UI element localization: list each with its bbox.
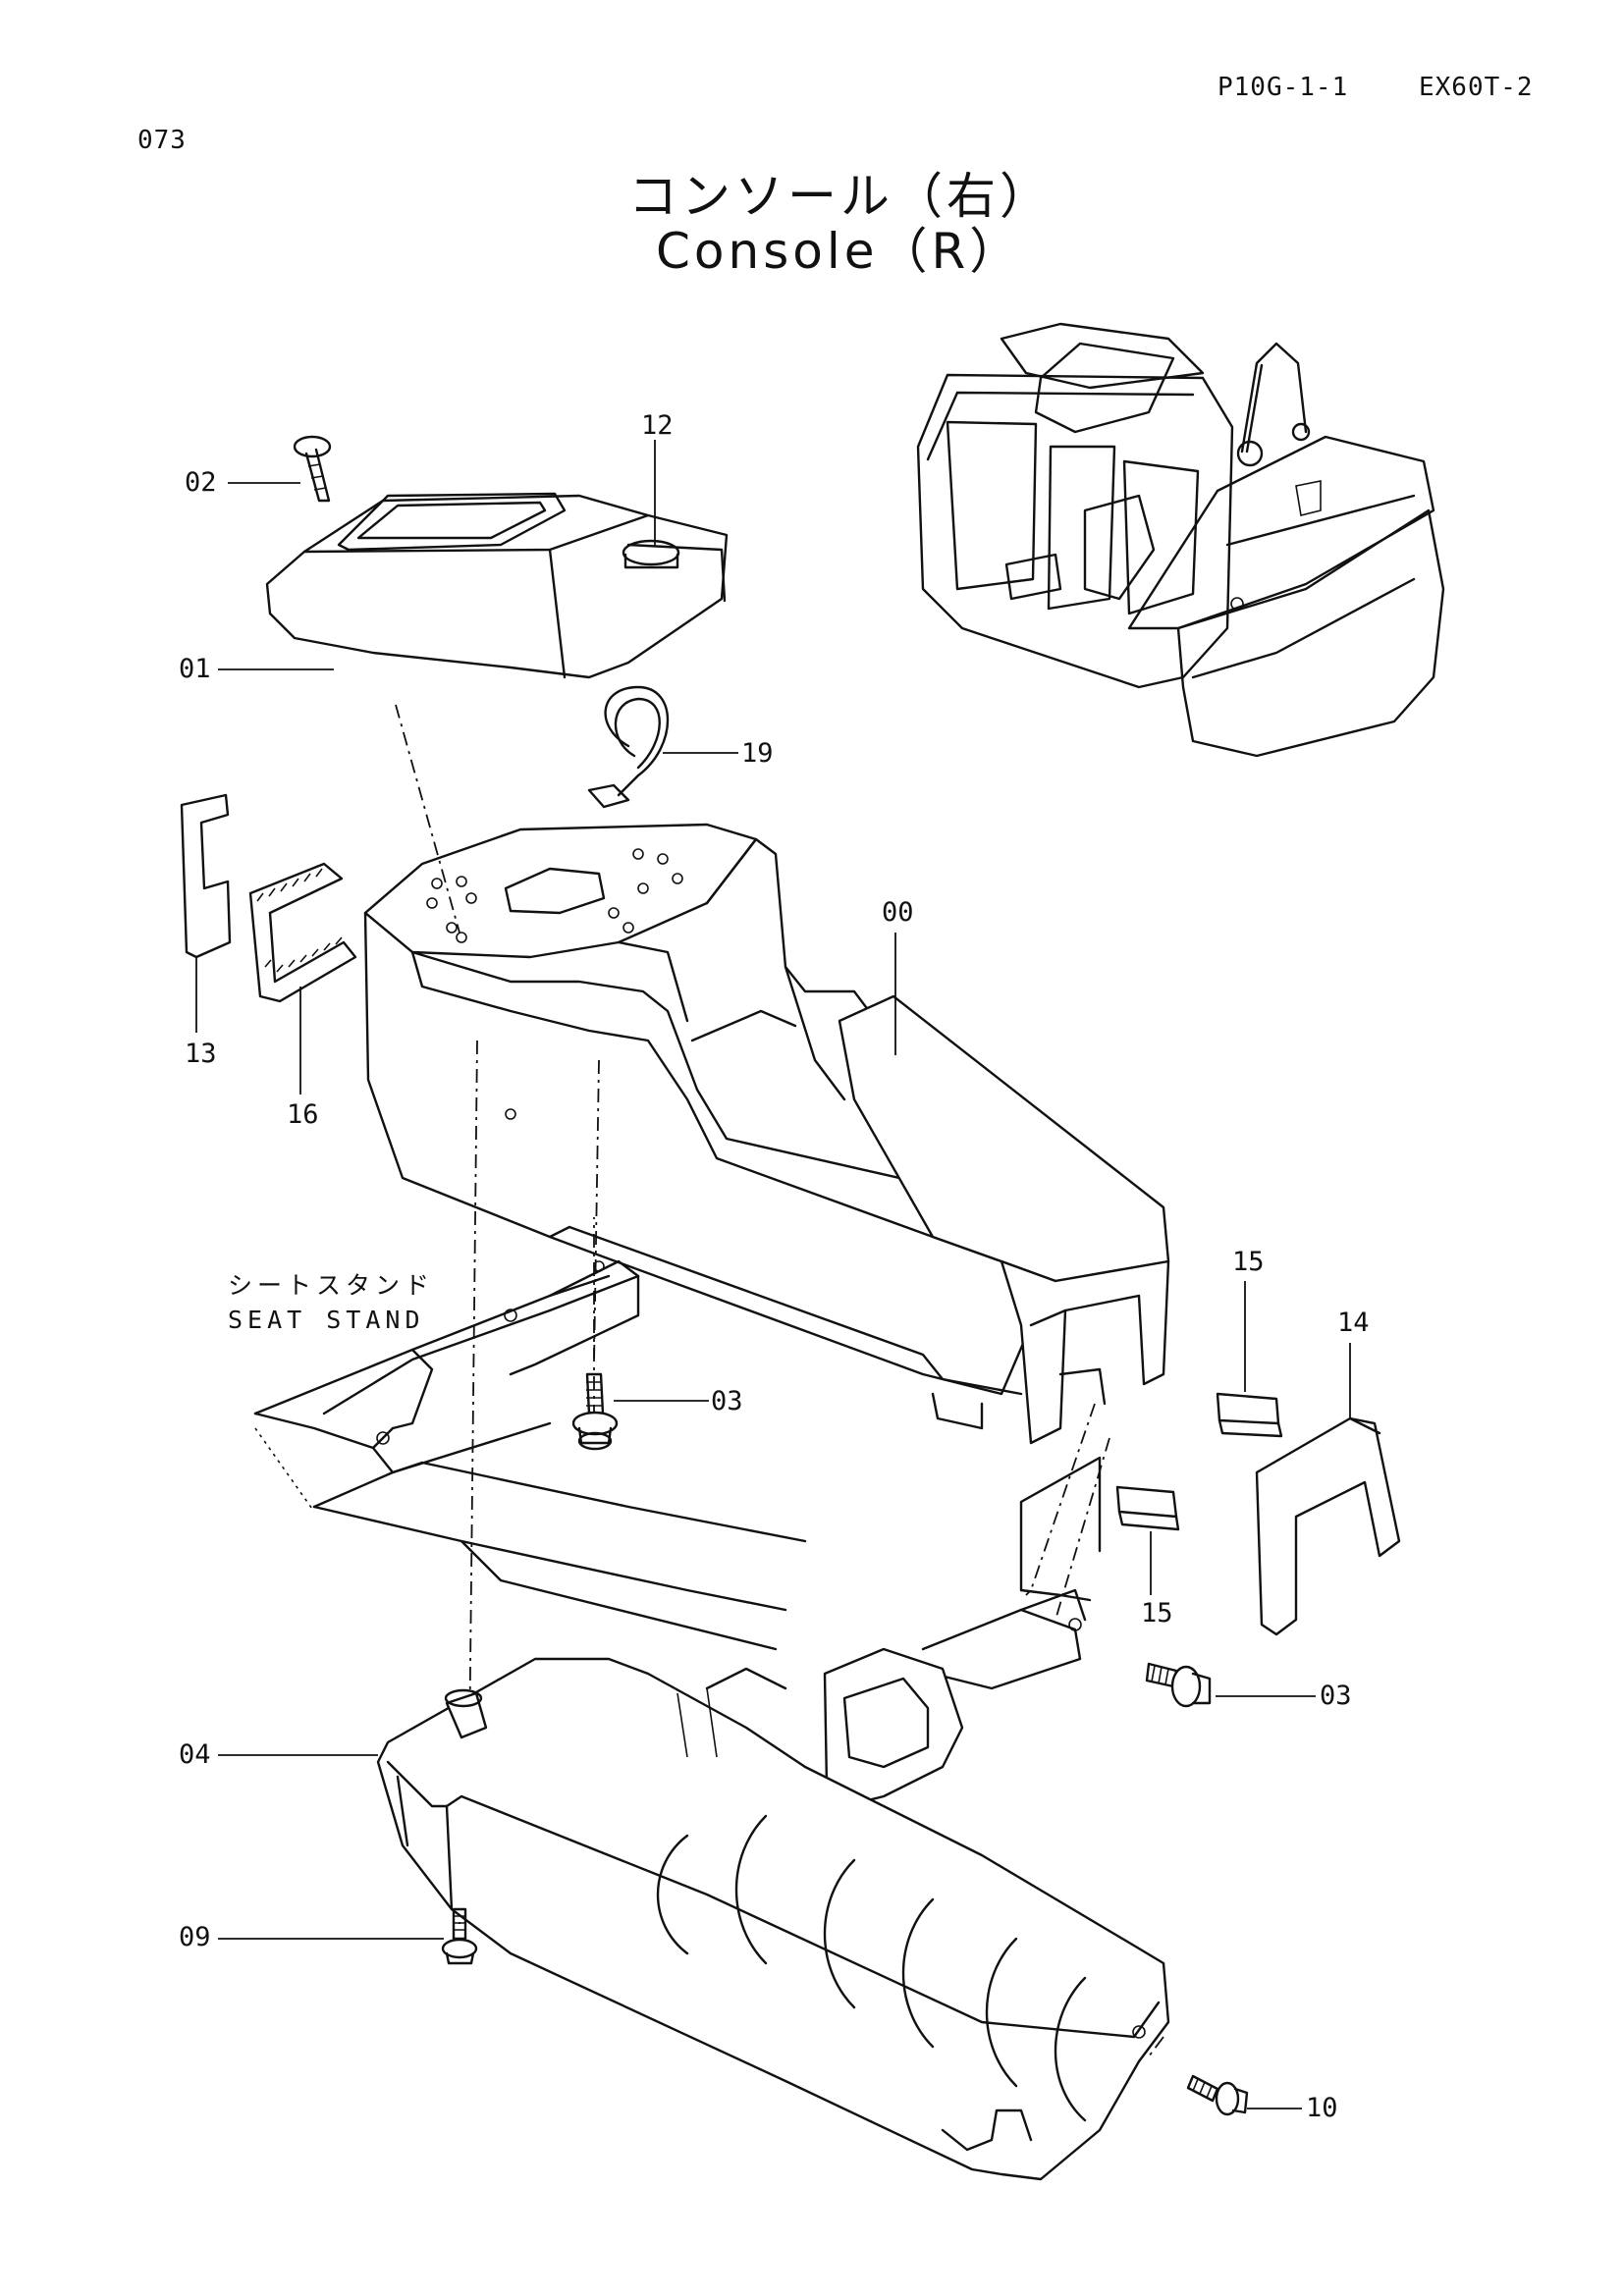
bolt-03-lower-illustration — [1145, 1662, 1212, 1708]
bolt-09-illustration — [441, 1907, 478, 1965]
callout-19: 19 — [741, 738, 774, 769]
pad-13-illustration — [180, 793, 232, 959]
bracket-illustration — [823, 1456, 1102, 1808]
callout-03-lower: 03 — [1320, 1681, 1352, 1711]
lower-cover-04-illustration — [376, 1657, 1170, 2181]
machine-overview-illustration — [916, 322, 1445, 758]
callout-00: 00 — [882, 897, 914, 928]
callout-02: 02 — [185, 467, 217, 498]
console-cover-01-illustration — [265, 492, 729, 679]
bolt-03-upper-illustration — [571, 1372, 619, 1451]
seal-16-illustration — [248, 862, 357, 1003]
callout-04: 04 — [179, 1739, 211, 1770]
seat-stand-label-en: SEAT STAND — [228, 1306, 425, 1334]
pad-15-lower-illustration — [1115, 1485, 1180, 1531]
callout-01: 01 — [179, 654, 211, 684]
callout-03-upper: 03 — [711, 1386, 743, 1416]
title-english: Console（R） — [656, 223, 1023, 280]
page-code: P10G-1-1 — [1217, 73, 1349, 102]
callout-15-lower: 15 — [1141, 1598, 1173, 1629]
bolt-10-illustration — [1186, 2074, 1249, 2116]
seat-stand-illustration — [253, 1259, 807, 1651]
callout-09: 09 — [179, 1922, 211, 1952]
callout-12: 12 — [641, 410, 674, 441]
callout-15-upper: 15 — [1232, 1247, 1265, 1277]
callout-16: 16 — [287, 1099, 319, 1130]
console-body-00-illustration — [363, 823, 1170, 1445]
clamp-19-illustration — [587, 685, 670, 809]
model-number: EX60T-2 — [1419, 73, 1534, 102]
leader-lines — [195, 440, 1351, 2109]
callout-10: 10 — [1306, 2093, 1338, 2123]
page-number: 073 — [137, 126, 187, 155]
seat-stand-label-jp: シートスタンド — [228, 1271, 435, 1300]
title-japanese: コンソール（右） — [628, 168, 1053, 225]
pad-15-upper-illustration — [1216, 1392, 1283, 1438]
bolt-02-illustration — [293, 435, 332, 503]
pad-14-illustration — [1255, 1416, 1401, 1636]
callout-14: 14 — [1337, 1308, 1370, 1338]
callout-13: 13 — [185, 1039, 217, 1069]
